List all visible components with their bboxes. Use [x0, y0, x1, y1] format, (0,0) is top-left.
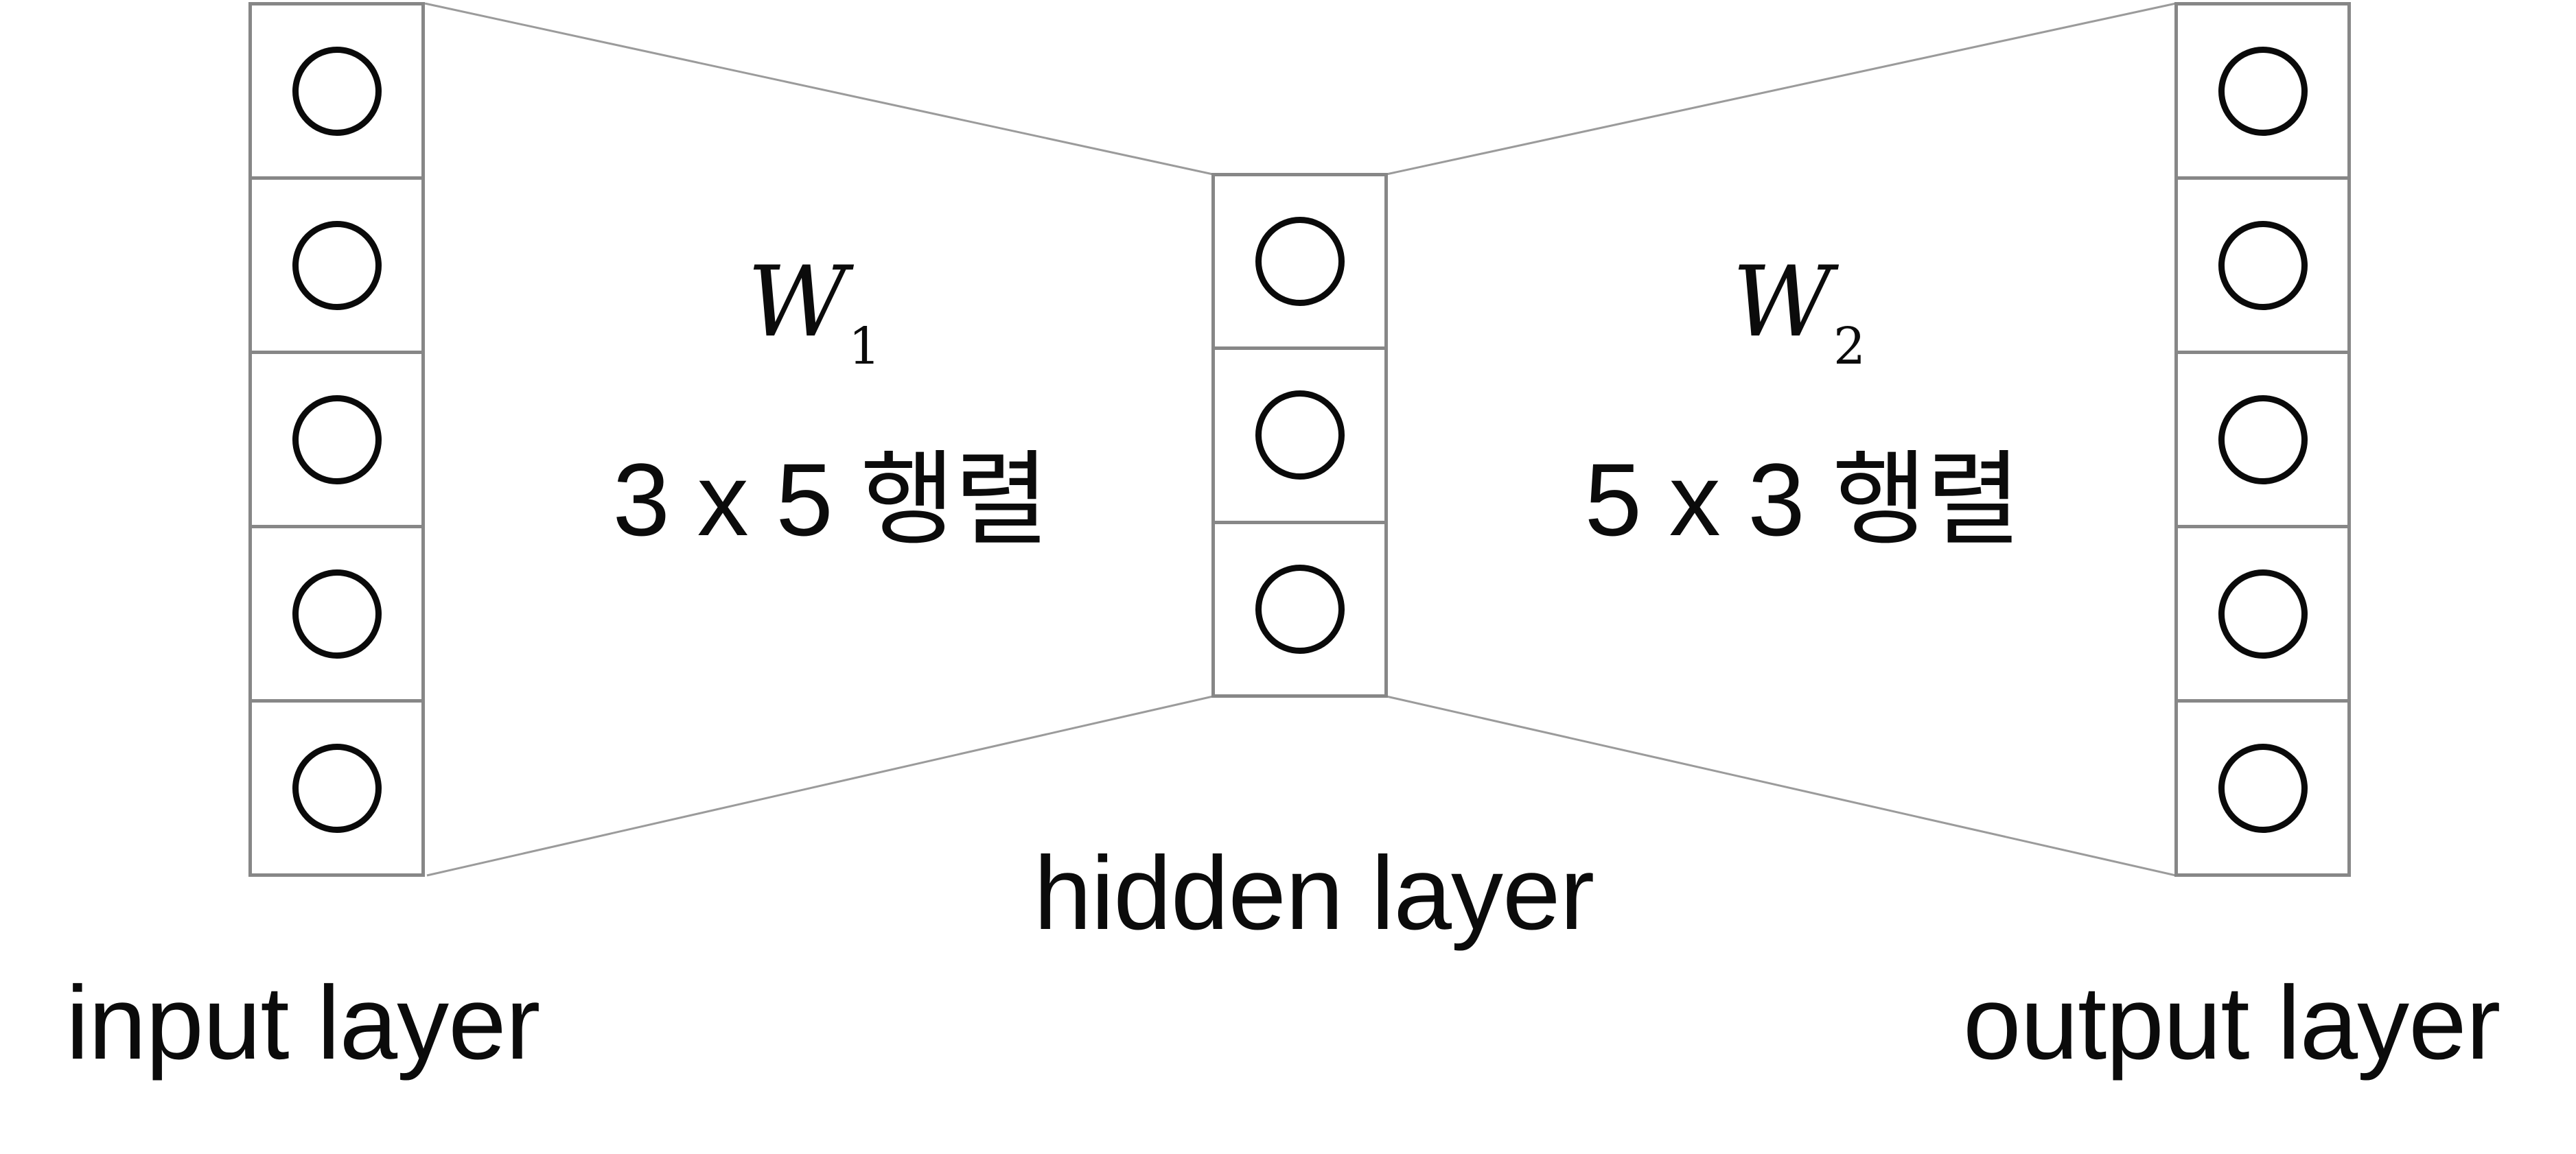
weight-w1-letter: W	[747, 246, 848, 359]
hidden-layer-label: hidden layer	[1034, 835, 1594, 952]
weight-w1-symbol: W1	[747, 254, 881, 373]
node-cell	[1215, 346, 1384, 520]
neuron-node	[1255, 390, 1345, 480]
connector-line-input-hidden-bottom	[426, 695, 1214, 877]
weight-w1-subscript: 1	[848, 317, 881, 377]
node-cell	[2178, 176, 2347, 351]
node-cell	[252, 176, 421, 351]
output-layer-column	[2174, 2, 2351, 877]
node-cell	[1215, 520, 1384, 694]
node-cell	[252, 5, 421, 176]
neuron-node	[2218, 220, 2308, 310]
node-cell	[2178, 5, 2347, 176]
neuron-node	[292, 743, 382, 833]
neuron-node	[1255, 217, 1345, 307]
neuron-node	[292, 46, 382, 136]
node-cell	[2178, 699, 2347, 873]
output-layer-label: output layer	[1963, 965, 2500, 1081]
hidden-layer-column	[1211, 173, 1388, 698]
weight-w2-subscript: 2	[1833, 317, 1866, 377]
neuron-node	[2218, 569, 2308, 659]
weight-w2-letter: W	[1732, 246, 1833, 359]
node-cell	[252, 525, 421, 699]
neuron-node	[292, 569, 382, 659]
neuron-node	[292, 395, 382, 484]
node-cell	[252, 351, 421, 525]
connector-line-input-hidden-top	[424, 2, 1214, 176]
connector-line-hidden-output-bottom	[1386, 695, 2177, 877]
weight-w2-symbol: W2	[1732, 254, 1866, 373]
node-cell	[252, 699, 421, 873]
neuron-node	[1255, 564, 1345, 654]
node-cell	[2178, 351, 2347, 525]
weight-w1-matrix-size: 3 x 5 행렬	[612, 442, 1049, 557]
neuron-node	[2218, 743, 2308, 833]
input-layer-column	[248, 2, 425, 877]
connector-line-hidden-output-top	[1386, 2, 2177, 176]
input-layer-label: input layer	[66, 965, 540, 1081]
neuron-node	[2218, 395, 2308, 484]
neuron-node	[2218, 46, 2308, 136]
node-cell	[1215, 176, 1384, 346]
node-cell	[2178, 525, 2347, 699]
neuron-node	[292, 220, 382, 310]
weight-w2-matrix-size: 5 x 3 행렬	[1584, 442, 2021, 557]
